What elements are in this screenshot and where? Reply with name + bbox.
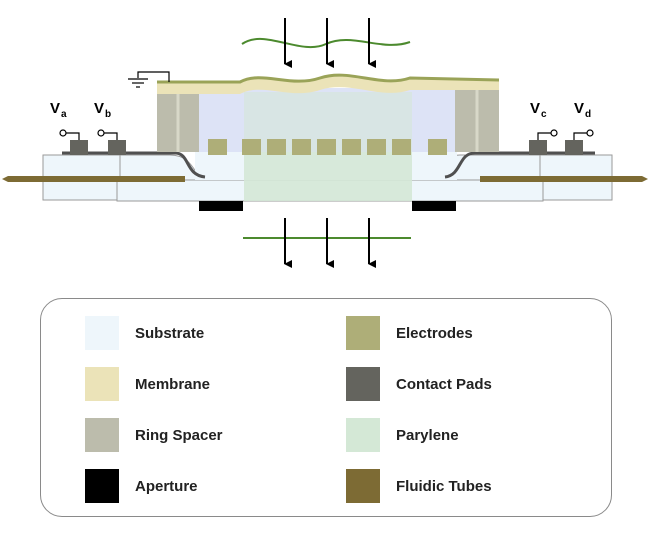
contact-pad-b [108,140,126,155]
fluidic-tube-right [480,176,648,182]
terminal-c [537,129,558,140]
terminal-d [573,129,594,140]
sensor-cross-section-diagram: Va Vb Vc Vd [2,18,648,268]
electrode-array [208,139,447,155]
legend-label-substrate: Substrate [135,324,205,342]
membrane [157,75,499,94]
fluidic-tube-left [2,176,185,182]
legend-swatch-ring-spacer [85,418,119,452]
legend-swatch-parylene [346,418,380,452]
legend-label-ring-spacer: Ring Spacer [135,426,223,444]
top-wave [241,38,411,49]
membrane-top-edge [157,73,500,84]
voltage-label-b: Vb [94,100,111,120]
legend-label-parylene: Parylene [396,426,459,444]
legend-label-electrodes: Electrodes [396,324,473,342]
legend-item-ring-spacer: Ring Spacer [85,418,223,452]
contact-pad-d [565,140,583,155]
legend-swatch-substrate [85,316,119,350]
ground-icon [128,71,170,88]
aperture-right [412,201,456,211]
legend-swatch-aperture [85,469,119,503]
legend-item-fluidic-tubes: Fluidic Tubes [346,469,492,503]
legend-swatch-contact-pads [346,367,380,401]
terminal-b [97,129,118,140]
contact-pad-c [529,140,547,155]
legend-label-fluidic-tubes: Fluidic Tubes [396,477,492,495]
legend-label-membrane: Membrane [135,375,211,393]
voltage-label-c: Vc [530,100,547,120]
legend-item-aperture: Aperture [85,469,198,503]
legend-box: Substrate Electrodes Membrane Contact Pa… [40,298,612,517]
legend-item-electrodes: Electrodes [346,316,473,350]
legend-swatch-fluidic-tubes [346,469,380,503]
legend-item-contact-pads: Contact Pads [346,367,492,401]
legend-item-membrane: Membrane [85,367,210,401]
legend-label-contact-pads: Contact Pads [396,375,492,393]
parylene-channel [244,150,412,201]
voltage-label-a: Va [50,100,67,120]
contact-pad-a [70,140,88,155]
legend-item-substrate: Substrate [85,316,204,350]
legend-swatch-membrane [85,367,119,401]
trace-left [62,151,206,179]
voltage-label-d: Vd [574,100,591,120]
aperture-left [199,201,243,211]
trace-right [444,151,595,179]
legend-swatch-electrodes [346,316,380,350]
legend-item-parylene: Parylene [346,418,459,452]
terminal-a [59,129,80,140]
legend-label-aperture: Aperture [135,477,198,495]
